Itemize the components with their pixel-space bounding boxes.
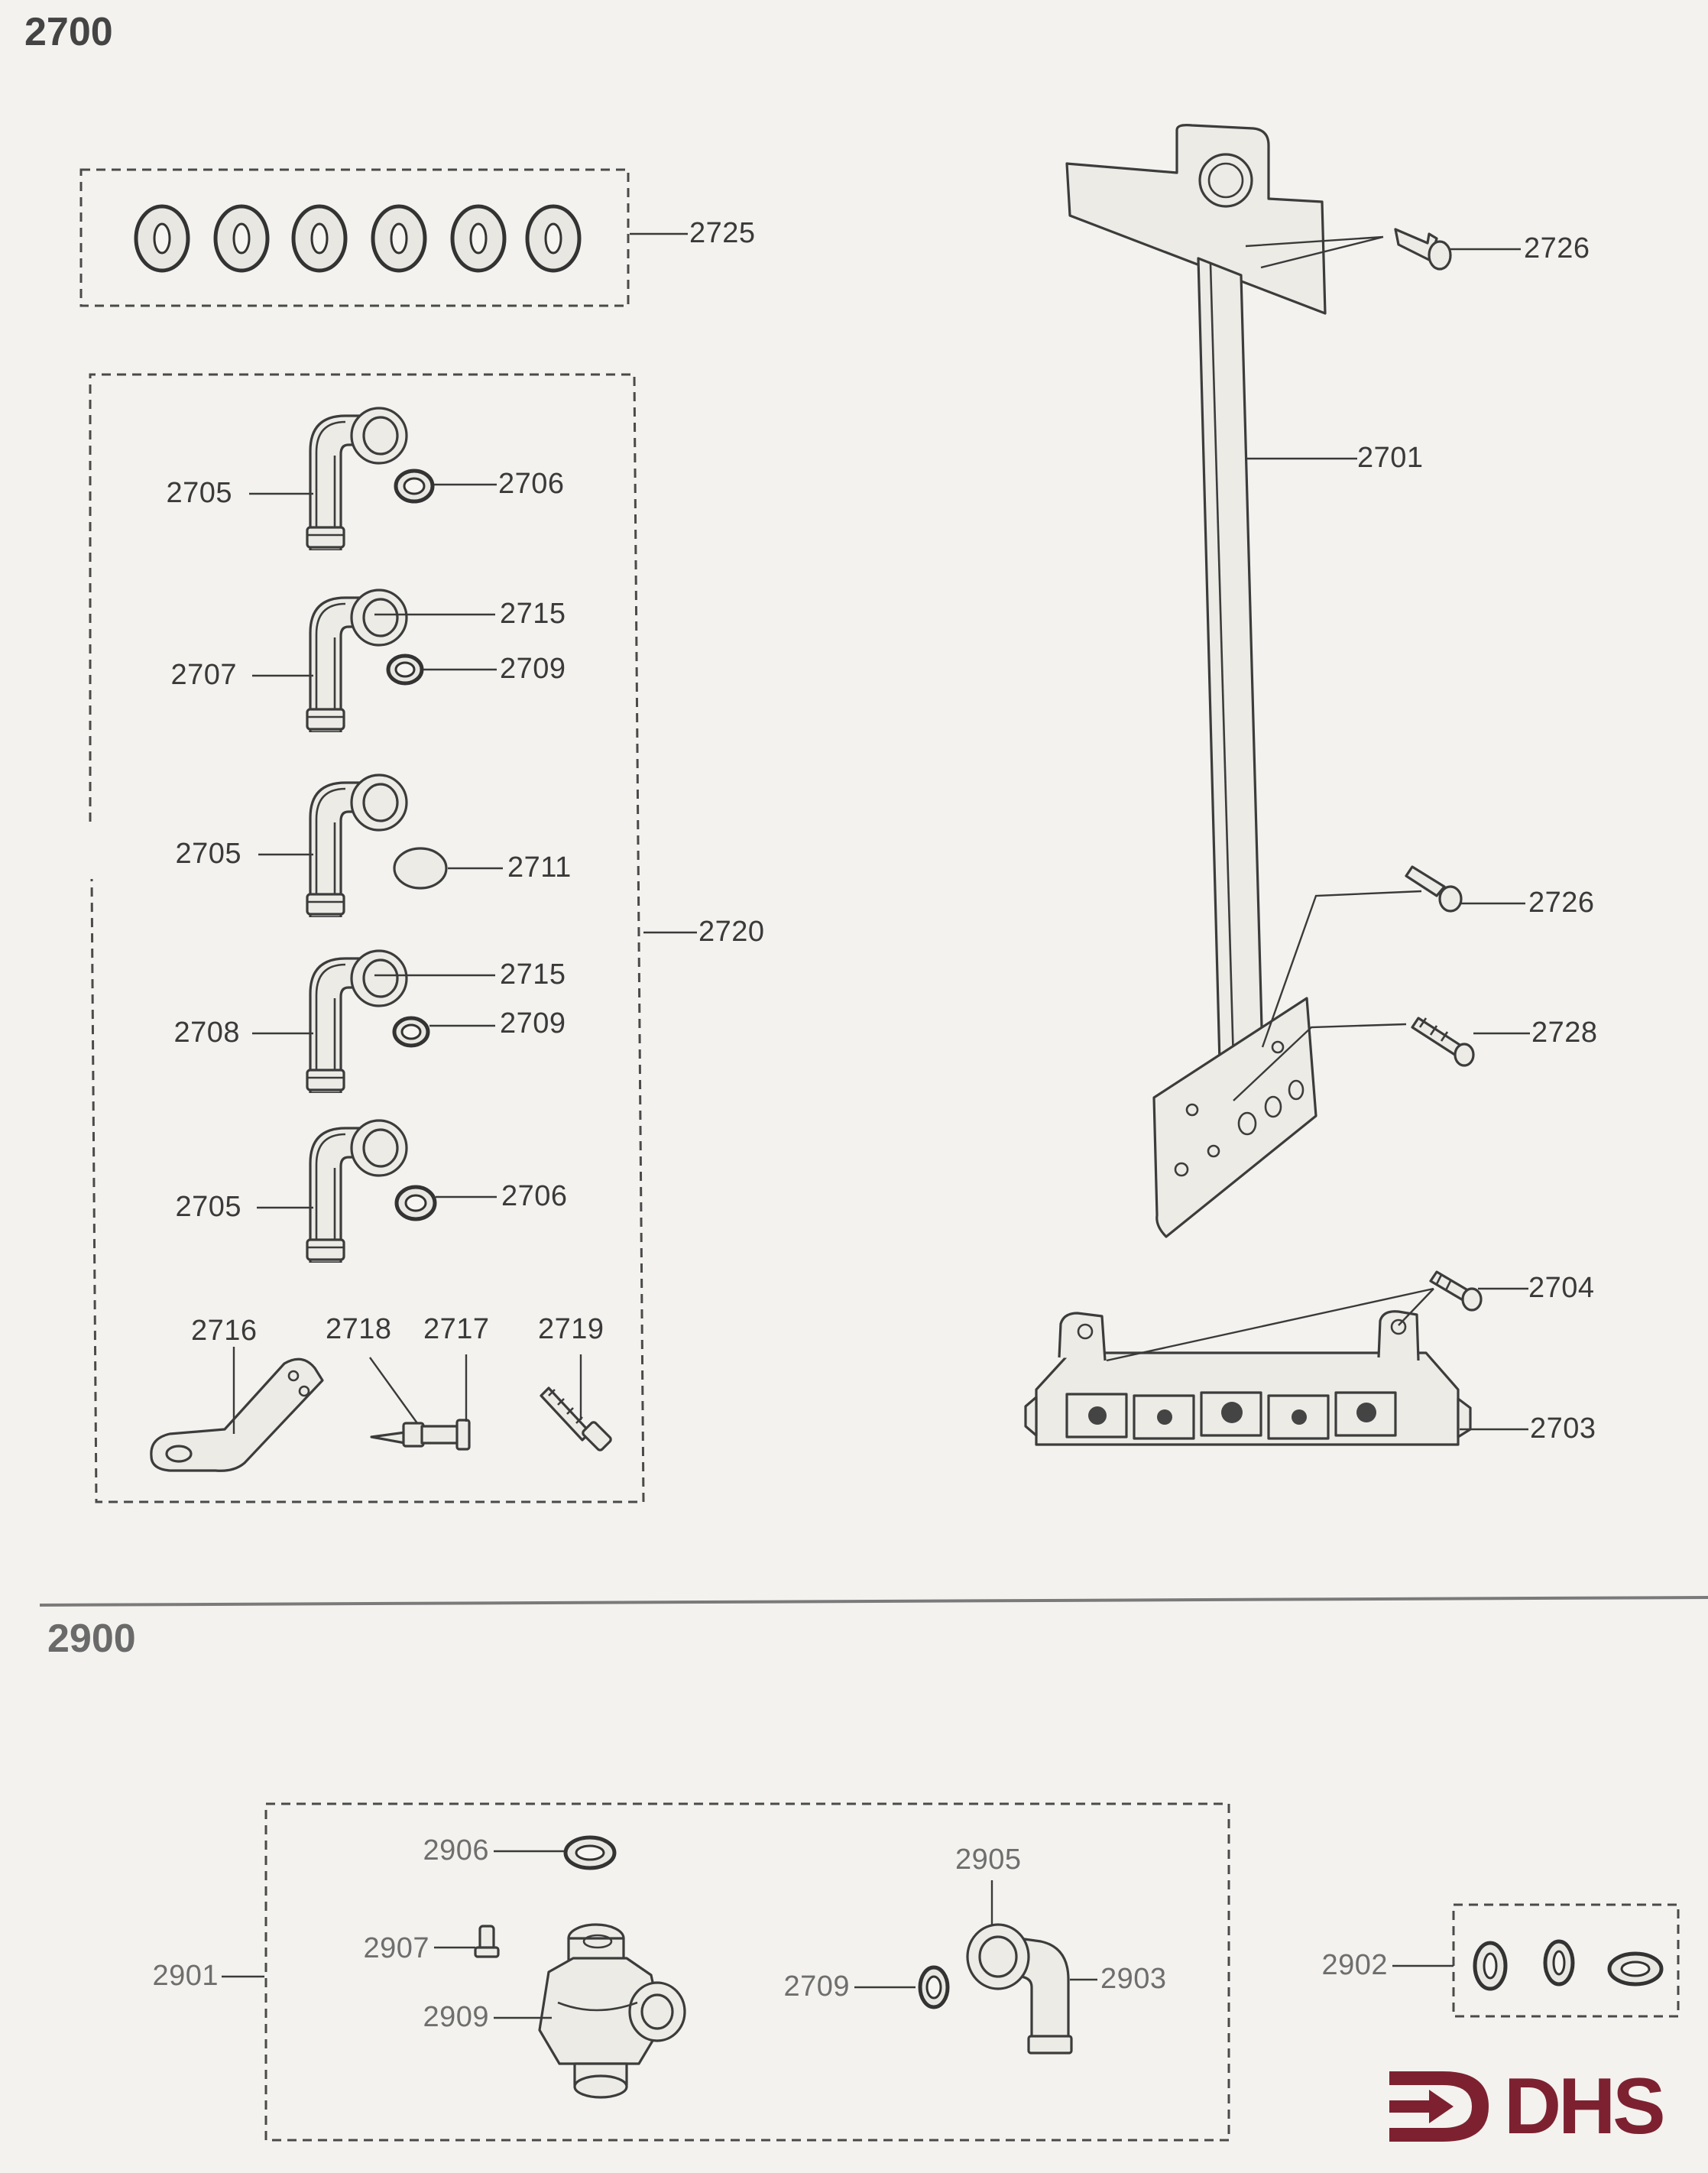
callout-2707: 2707 bbox=[170, 659, 237, 691]
o-ring-2709-b bbox=[392, 1016, 430, 1048]
callout-2705-b: 2705 bbox=[175, 838, 241, 870]
callout-2705-a: 2705 bbox=[166, 477, 232, 509]
o-ring-2706-b bbox=[394, 1185, 437, 1221]
bracket-2716 bbox=[150, 1357, 324, 1472]
screw-2728 bbox=[1411, 1017, 1475, 1067]
screw-2719 bbox=[540, 1387, 612, 1451]
callout-2718: 2718 bbox=[326, 1313, 392, 1345]
elbow-2705-c bbox=[306, 1119, 408, 1263]
box-2902 bbox=[1452, 1903, 1680, 2018]
callout-2706-a: 2706 bbox=[498, 468, 565, 500]
callout-2726-mid: 2726 bbox=[1528, 887, 1595, 919]
dhs-logo: DHS bbox=[1389, 2064, 1680, 2149]
elbow-2705-b bbox=[306, 774, 408, 917]
elbow-2708 bbox=[306, 949, 408, 1093]
callout-2909: 2909 bbox=[423, 2001, 489, 2033]
box-2901 bbox=[264, 1802, 1230, 2142]
elbow-2903 bbox=[966, 1923, 1073, 2055]
callout-2719: 2719 bbox=[538, 1313, 604, 1345]
callout-2703: 2703 bbox=[1530, 1412, 1596, 1445]
box-2720 bbox=[89, 373, 645, 1503]
screw-2726-top bbox=[1394, 228, 1452, 271]
o-ring-set-2902 bbox=[1473, 1939, 1664, 1991]
callout-2903: 2903 bbox=[1100, 1963, 1167, 1995]
callout-2907: 2907 bbox=[363, 1932, 429, 1964]
callout-2715-b: 2715 bbox=[500, 958, 566, 991]
callout-2701: 2701 bbox=[1357, 442, 1424, 474]
callout-2715-a: 2715 bbox=[500, 598, 566, 630]
callout-2705-c: 2705 bbox=[175, 1191, 241, 1223]
o-ring-2906 bbox=[563, 1835, 617, 1870]
screw-2704 bbox=[1429, 1270, 1483, 1312]
logo-text: DHS bbox=[1504, 2062, 1666, 2151]
strainer-2711 bbox=[393, 847, 448, 890]
callout-2708: 2708 bbox=[173, 1017, 240, 1049]
screw-2726-mid bbox=[1405, 865, 1463, 913]
valve-body-2909 bbox=[538, 1923, 686, 2099]
pin-2718 bbox=[370, 1419, 471, 1451]
callout-2716: 2716 bbox=[191, 1315, 258, 1347]
callout-2706-b: 2706 bbox=[501, 1180, 568, 1212]
callout-2726-top: 2726 bbox=[1524, 232, 1590, 264]
o-ring-2706-a bbox=[394, 469, 435, 504]
callout-2704: 2704 bbox=[1528, 1272, 1595, 1304]
callout-2717: 2717 bbox=[423, 1313, 490, 1345]
section-heading-2700: 2700 bbox=[24, 10, 113, 54]
manifold-2703 bbox=[1024, 1310, 1472, 1446]
bleed-screw-2907 bbox=[474, 1925, 500, 1958]
callout-2725: 2725 bbox=[689, 217, 756, 249]
frame-2701 bbox=[1065, 124, 1327, 1238]
callout-2901: 2901 bbox=[152, 1960, 219, 1992]
callout-2720: 2720 bbox=[698, 916, 765, 948]
o-ring-2709-a bbox=[386, 654, 424, 686]
callout-2905: 2905 bbox=[955, 1844, 1022, 1876]
callout-2711: 2711 bbox=[507, 851, 572, 884]
section-separator bbox=[39, 1596, 1708, 1607]
o-ring-2709-c bbox=[918, 1965, 950, 2009]
box-2725 bbox=[79, 168, 630, 307]
callout-2709-b: 2709 bbox=[500, 1007, 566, 1039]
callout-2709-c: 2709 bbox=[783, 1970, 850, 2003]
callout-2902: 2902 bbox=[1321, 1949, 1388, 1981]
section-heading-2900: 2900 bbox=[47, 1617, 136, 1661]
callout-2728: 2728 bbox=[1531, 1017, 1598, 1049]
callout-2709-a: 2709 bbox=[500, 653, 566, 685]
o-ring-set-2725 bbox=[134, 204, 582, 273]
callout-2906: 2906 bbox=[423, 1834, 489, 1867]
elbow-2705-a bbox=[306, 407, 408, 550]
arrow-bracket-icon bbox=[1389, 2071, 1489, 2142]
